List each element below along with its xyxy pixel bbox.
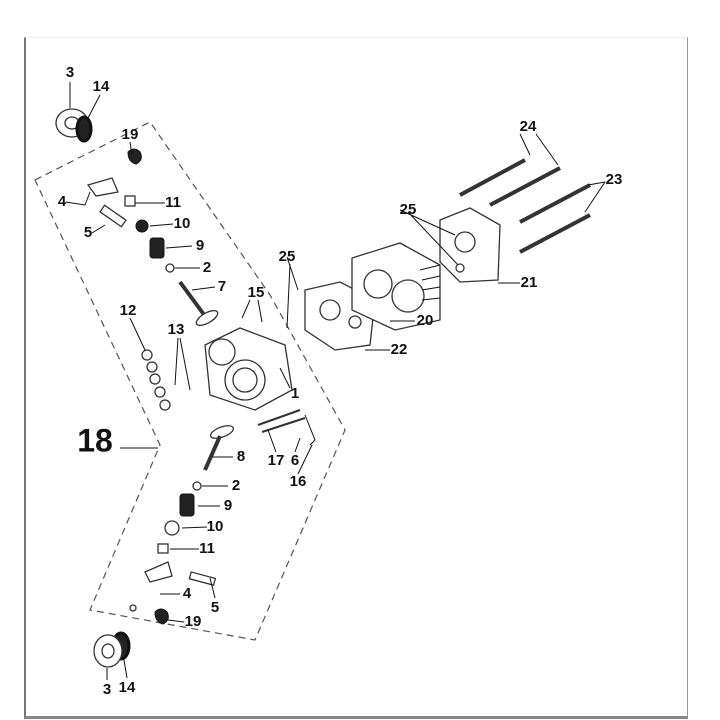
callout-shaft-bot: 5 [211, 599, 219, 616]
cylinder-block [351, 242, 441, 331]
group-18-label: 18 [77, 422, 113, 458]
callout-pipe-16: 16 [290, 473, 307, 490]
base-gasket [439, 207, 501, 283]
callout-rocker-bot: 4 [183, 585, 192, 602]
callout-pin-right: 25 [400, 201, 417, 218]
callout-valve-in: 7 [218, 278, 226, 295]
callout-bolt-6: 6 [291, 452, 299, 469]
callout-rocker-top: 4 [58, 193, 67, 210]
intake-valve [178, 280, 219, 327]
diagram-frame [24, 37, 688, 719]
callout-cap-bot: 3 [103, 681, 111, 698]
callout-seal-top: 2 [203, 259, 211, 276]
tappet-cap-top [55, 108, 93, 143]
exhaust-valve [203, 425, 235, 471]
leader-lines [65, 82, 606, 680]
callout-dowel: 15 [248, 284, 265, 301]
callout-cotter-top: 11 [165, 194, 181, 211]
callout-shaft-top: 5 [84, 224, 92, 241]
callout-oring-bot: 14 [119, 679, 136, 696]
callout-clip-top: 19 [122, 126, 139, 143]
nuts-12 [141, 349, 171, 411]
callout-cylinder: 20 [417, 312, 434, 329]
studs [459, 158, 591, 254]
tappet-cap-bottom [93, 631, 131, 668]
callout-gasket-base: 21 [521, 274, 538, 291]
callout-oring-top: 14 [93, 78, 110, 95]
callout-spring-top: 9 [196, 237, 204, 254]
callout-head: 1 [291, 385, 299, 402]
callout-cap-top: 3 [66, 64, 74, 81]
callout-cotter-bot: 11 [199, 540, 215, 557]
callout-clip-bot: 19 [185, 613, 202, 630]
callout-spring-bot: 9 [224, 497, 232, 514]
callout-valve-ex: 8 [237, 448, 245, 465]
callout-stud-b: 23 [606, 171, 623, 188]
cylinder-head [204, 327, 293, 411]
group-18-outline [34, 121, 346, 641]
callout-nuts: 12 [120, 302, 137, 319]
callout-bolt-17: 17 [268, 452, 285, 469]
callout-retainer-top: 10 [174, 215, 191, 232]
rocker-assembly-top [86, 148, 175, 273]
callout-seal-bot: 2 [232, 477, 240, 494]
callout-gasket-head: 22 [391, 341, 408, 358]
rocker-assembly-bottom [129, 481, 217, 625]
callout-retainer-bot: 10 [207, 518, 224, 535]
callout-stud-a: 24 [520, 118, 537, 135]
callout-bolts: 13 [168, 321, 185, 338]
bolts-17-6 [257, 409, 316, 446]
callout-pin-left: 25 [279, 248, 296, 265]
